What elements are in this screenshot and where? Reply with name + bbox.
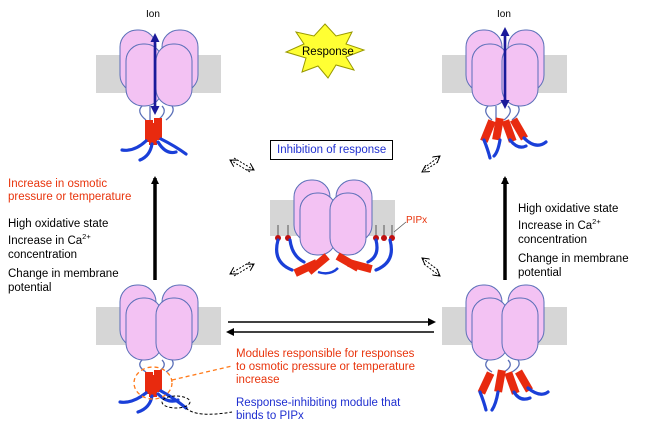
left-stimulus-potential: potential (8, 282, 52, 294)
inhibition-box: Inhibition of response (270, 140, 394, 160)
channel-top-right (442, 27, 567, 160)
channel-bottom-right (442, 284, 567, 412)
right-stimulus-ca: Increase in Ca2+ (518, 217, 601, 232)
left-stimulus-concentration: concentration (8, 249, 78, 261)
inhib-callout-ellipse (161, 395, 191, 409)
channel-middle-inhibited (270, 179, 407, 277)
inhib-legend-line2: binds to PIPx (236, 410, 304, 422)
right-stimulus-potential: potential (518, 267, 562, 279)
dashed-diagonal-arrows (230, 156, 440, 276)
left-stimulus-ca: Increase in Ca2+ (8, 232, 91, 247)
pipx-label: PIPx (406, 215, 428, 226)
inhib-legend-line1: Response-inhibiting module that (236, 397, 401, 409)
channel-bottom-left (96, 284, 233, 415)
modules-callout-circle (133, 366, 173, 400)
osmotic-red-line1: Increase in osmotic (8, 178, 108, 190)
left-stimulus-oxidative: High oxidative state (8, 218, 109, 230)
modules-legend-line1: Modules responsible for responses (236, 348, 415, 360)
response-label: Response (302, 46, 354, 58)
inhib-callout-line (185, 407, 233, 415)
modules-legend-line2: to osmotic pressure or temperature (236, 361, 415, 373)
state-arrows (151, 176, 509, 336)
right-stimulus-membrane: Change in membrane (518, 253, 629, 265)
channel-top-left (96, 29, 221, 162)
ion-label-left: Ion (146, 9, 160, 20)
response-burst (284, 23, 366, 79)
ion-label-right: Ion (497, 9, 511, 20)
right-stimulus-oxidative: High oxidative state (518, 203, 619, 215)
osmotic-red-line2: pressure or temperature (8, 191, 132, 203)
modules-callout-line (171, 365, 233, 381)
left-stimulus-membrane: Change in membrane (8, 268, 119, 280)
modules-legend-line3: increase (236, 374, 280, 386)
right-stimulus-concentration: concentration (518, 234, 588, 246)
